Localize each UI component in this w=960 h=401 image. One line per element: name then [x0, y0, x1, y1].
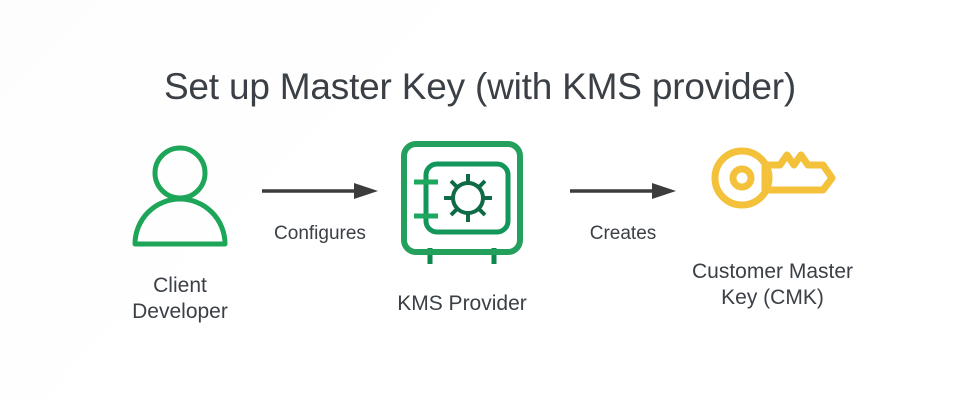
node-client-developer-label: Client Developer [80, 273, 280, 325]
arrow-right-icon [568, 183, 678, 206]
node-kms-provider-label: KMS Provider [362, 291, 562, 317]
node-customer-master-key: Customer Master Key (CMK) [665, 140, 880, 311]
label-line-2: Key (CMK) [721, 286, 824, 309]
node-client-developer: Client Developer [80, 140, 280, 325]
connector-creates-label: Creates [589, 223, 657, 244]
key-icon [665, 140, 880, 221]
connector-configures: Configures [250, 180, 390, 245]
page-title: Set up Master Key (with KMS provider) [163, 66, 797, 107]
safe-vault-icon [362, 136, 562, 281]
label-line-1: KMS Provider [397, 292, 527, 315]
label-line-1: Customer Master [691, 260, 854, 283]
node-customer-master-key-label: Customer Master Key (CMK) [665, 259, 880, 311]
arrow-right-icon [260, 183, 380, 206]
person-icon [80, 140, 280, 255]
label-line-2: Developer [132, 300, 228, 323]
label-line-1: Client [153, 274, 207, 297]
connector-configures-label: Configures [274, 223, 366, 244]
node-kms-provider: KMS Provider [362, 136, 562, 317]
connector-creates: Creates [558, 180, 688, 245]
